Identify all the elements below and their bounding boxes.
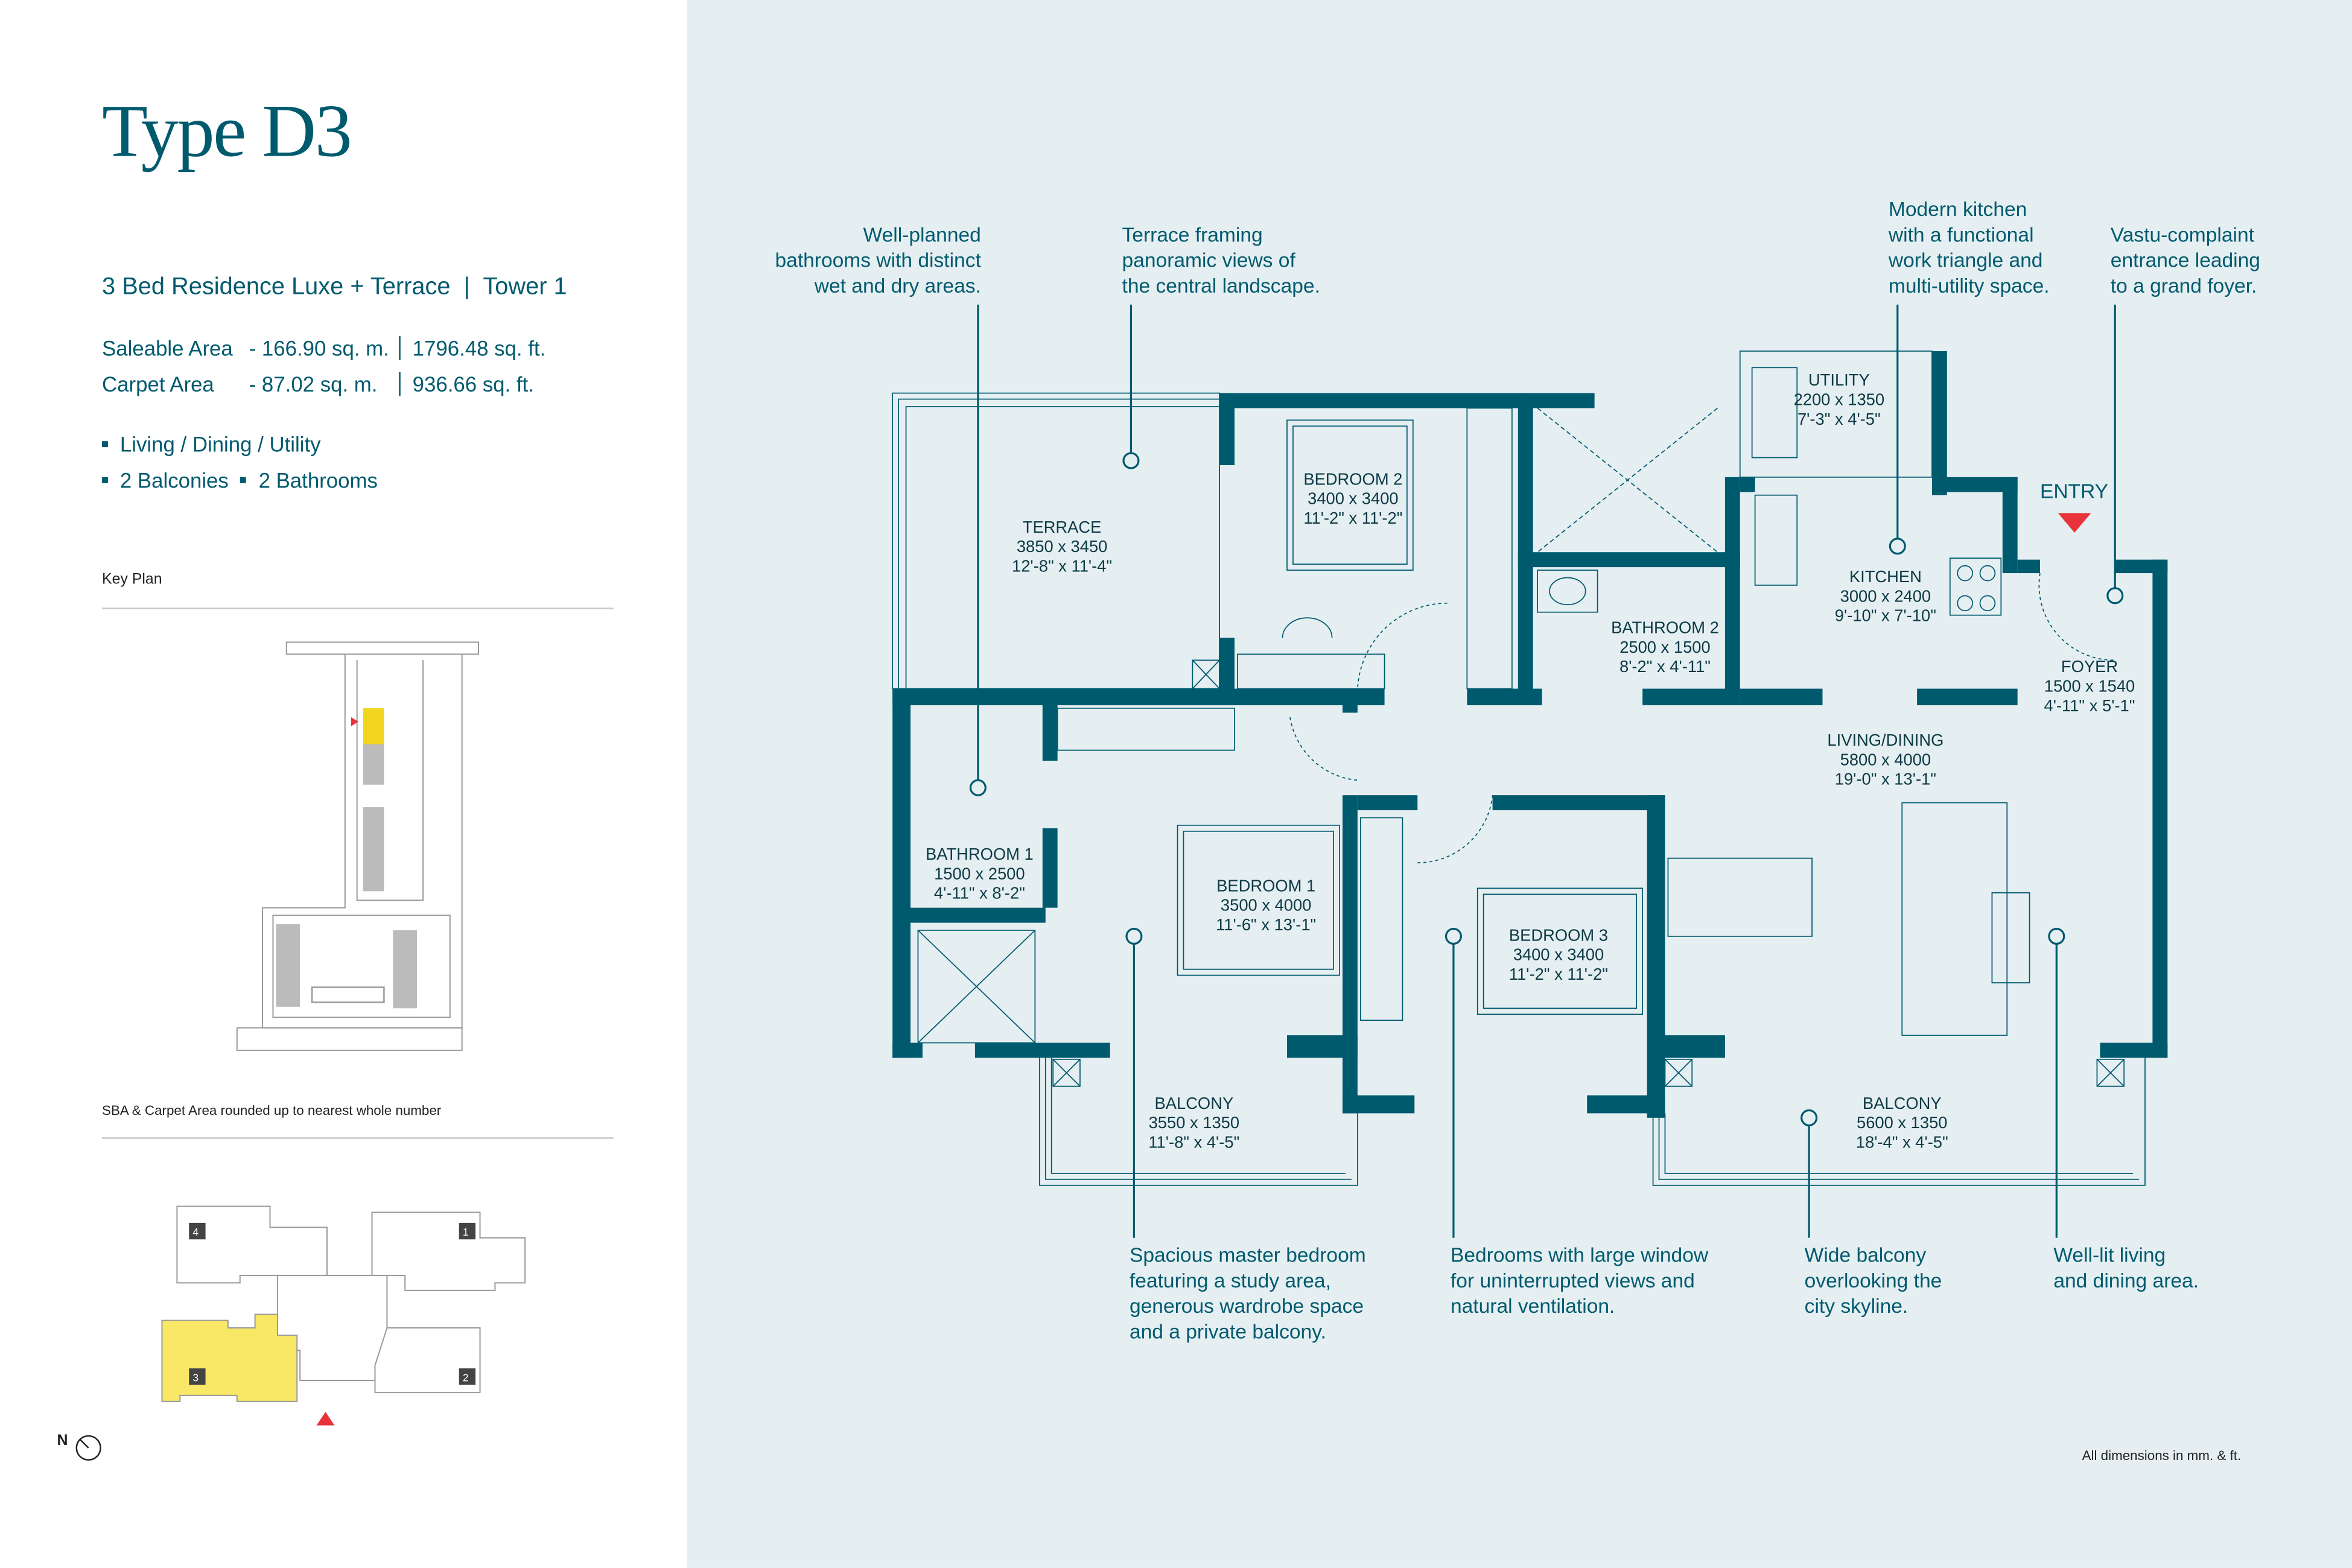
svg-text:11'-2" x 11'-2": 11'-2" x 11'-2": [1303, 509, 1402, 527]
area-note: SBA & Carpet Area rounded up to nearest …: [102, 1102, 442, 1118]
feature-item: 2 Bathrooms: [258, 468, 378, 492]
svg-text:BATHROOM 2: BATHROOM 2: [1611, 618, 1719, 637]
area-label: Carpet Area: [102, 372, 214, 396]
svg-text:BALCONY: BALCONY: [1863, 1094, 1942, 1113]
area-sqft: 936.66 sq. ft.: [399, 372, 534, 396]
compass-icon: [75, 1435, 101, 1461]
key-plan-label: Key Plan: [102, 571, 162, 588]
svg-text:5600 x 1350: 5600 x 1350: [1857, 1113, 1948, 1132]
svg-text:LIVING/DINING: LIVING/DINING: [1827, 731, 1944, 749]
floor-plan-panel: [687, 0, 2352, 1568]
svg-text:KITCHEN: KITCHEN: [1849, 567, 1922, 586]
site-plan: [236, 641, 480, 1051]
svg-text:1500 x 2500: 1500 x 2500: [934, 864, 1025, 883]
svg-text:BEDROOM 3: BEDROOM 3: [1509, 925, 1608, 944]
feature-list: 2 Balconies 2 Bathrooms: [102, 468, 378, 492]
tower-key-plan: 4 1 3 2 N: [57, 1205, 526, 1461]
divider: [102, 1137, 614, 1139]
svg-text:18'-4" x 4'-5": 18'-4" x 4'-5": [1856, 1133, 1948, 1152]
page-title: Type D3: [102, 88, 352, 173]
svg-text:3000 x 2400: 3000 x 2400: [1840, 586, 1931, 605]
svg-text:3850 x 3450: 3850 x 3450: [1017, 537, 1108, 556]
area-sqm: - 87.02 sq. m.: [249, 372, 378, 396]
area-sqm: - 166.90 sq. m.: [249, 336, 389, 360]
entry-marker-icon: [316, 1412, 335, 1426]
svg-text:19'-0" x 13'-1": 19'-0" x 13'-1": [1835, 770, 1936, 789]
svg-text:8'-2" x 4'-11": 8'-2" x 4'-11": [1619, 657, 1711, 676]
svg-text:11'-8" x 4'-5": 11'-8" x 4'-5": [1148, 1133, 1239, 1152]
svg-text:FOYER: FOYER: [2061, 657, 2118, 676]
info-panel: Type D3 3 Bed Residence Luxe + Terrace |…: [0, 0, 687, 1568]
svg-text:2500 x 1500: 2500 x 1500: [1619, 638, 1711, 656]
carpet-area: Carpet Area - 87.02 sq. m. 936.66 sq. ft.: [102, 372, 534, 396]
svg-text:2200 x 1350: 2200 x 1350: [1794, 390, 1885, 408]
svg-text:BEDROOM 1: BEDROOM 1: [1216, 876, 1315, 895]
svg-text:7'-3" x 4'-5": 7'-3" x 4'-5": [1797, 410, 1881, 428]
svg-text:5800 x 4000: 5800 x 4000: [1840, 750, 1931, 769]
svg-text:4'-11" x 8'-2": 4'-11" x 8'-2": [934, 884, 1025, 903]
feature-list: Living / Dining / Utility: [102, 432, 321, 456]
north-label: N: [57, 1432, 68, 1449]
feature-item: 2 Balconies: [119, 468, 229, 492]
svg-text:3500 x 4000: 3500 x 4000: [1221, 896, 1312, 915]
area-sqft: 1796.48 sq. ft.: [399, 336, 545, 360]
svg-text:4'-11" x 5'-1": 4'-11" x 5'-1": [2044, 696, 2135, 715]
feature-item: Living / Dining / Utility: [119, 432, 321, 457]
entry-arrow-icon: [2058, 513, 2091, 533]
tower-number: 4: [192, 1226, 199, 1238]
svg-text:9'-10" x 7'-10": 9'-10" x 7'-10": [1835, 606, 1936, 625]
tower-number: 1: [463, 1226, 469, 1238]
svg-text:11'-6" x 13'-1": 11'-6" x 13'-1": [1216, 915, 1316, 934]
svg-text:TERRACE: TERRACE: [1023, 518, 1102, 536]
saleable-area: Saleable Area - 166.90 sq. m. 1796.48 sq. …: [102, 336, 545, 360]
svg-text:12'-8" x 11'-4": 12'-8" x 11'-4": [1012, 557, 1112, 576]
svg-text:11'-2" x 11'-2": 11'-2" x 11'-2": [1509, 965, 1608, 983]
svg-text:BEDROOM 2: BEDROOM 2: [1303, 469, 1402, 488]
area-label: Saleable Area: [102, 336, 233, 360]
unit-subtitle: 3 Bed Residence Luxe + Terrace | Tower 1: [102, 275, 567, 300]
tower-number: 3: [192, 1371, 199, 1383]
entry-label: ENTRY: [2040, 481, 2108, 503]
tower-number: 2: [463, 1371, 469, 1383]
svg-text:BATHROOM 1: BATHROOM 1: [926, 845, 1034, 863]
svg-text:UTILITY: UTILITY: [1808, 370, 1870, 389]
svg-text:3550 x 1350: 3550 x 1350: [1149, 1113, 1240, 1132]
svg-text:3400 x 3400: 3400 x 3400: [1513, 945, 1604, 964]
svg-text:BALCONY: BALCONY: [1155, 1094, 1234, 1113]
svg-text:1500 x 1540: 1500 x 1540: [2044, 677, 2135, 696]
svg-text:3400 x 3400: 3400 x 3400: [1308, 489, 1399, 508]
divider: [102, 608, 614, 609]
dimensions-note: All dimensions in mm. & ft.: [2082, 1447, 2242, 1463]
